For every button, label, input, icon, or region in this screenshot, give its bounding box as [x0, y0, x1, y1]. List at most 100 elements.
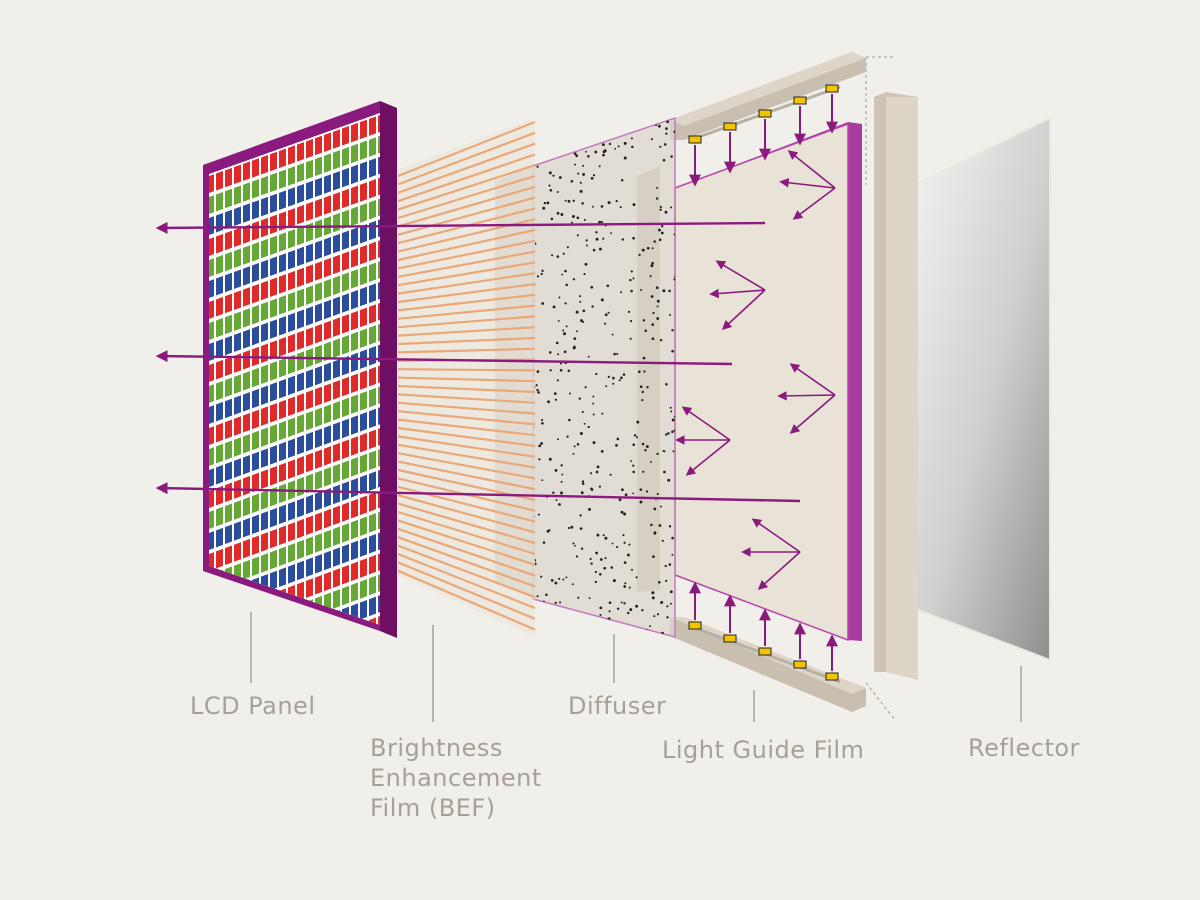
bef-ridge — [397, 250, 536, 278]
diffuser-dot — [651, 596, 655, 600]
diffuser-dot — [604, 536, 608, 540]
diffuser-dot — [599, 606, 603, 610]
diffuser-dot — [585, 244, 588, 247]
bef-ridge — [397, 376, 536, 383]
diffuser-dot — [565, 325, 568, 328]
diffuser-dot — [600, 450, 604, 453]
diffuser-dot — [587, 425, 590, 429]
diffuser-dot — [579, 181, 582, 184]
diffuser-dot — [635, 576, 638, 579]
diffuser-dot — [602, 143, 605, 147]
bef-ridge — [397, 561, 536, 620]
diffuser-dot — [600, 205, 604, 208]
diffuser-dot — [596, 465, 600, 469]
diffuser-dot — [541, 302, 545, 305]
bef-ridge — [397, 336, 536, 346]
diffuser-dot — [673, 233, 675, 236]
bef-ridge — [397, 384, 536, 394]
diffuser-dot — [666, 605, 669, 608]
diffuser-dot — [572, 278, 576, 281]
diffuser-dot — [592, 395, 595, 398]
diffuser-dot — [630, 568, 634, 571]
diffuser-dot — [651, 323, 655, 326]
diffuser-dot — [555, 341, 559, 345]
diffuser-dot — [594, 580, 598, 584]
diffuser-dot — [536, 275, 540, 278]
diffuser-dot — [561, 473, 564, 476]
bef-ridge — [397, 282, 536, 304]
diffuser-dot — [670, 206, 673, 209]
diffuser-dot — [550, 579, 554, 582]
diffuser-dot — [623, 156, 627, 160]
diffuser-dot — [608, 610, 611, 613]
diffuser-dot — [669, 602, 672, 605]
diffuser-dot — [612, 382, 615, 385]
diffuser-dot — [602, 534, 605, 537]
diffuser-dot — [653, 240, 656, 243]
diffuser-dot — [552, 174, 555, 177]
bef-ridge — [397, 261, 536, 287]
diffuser-dot — [661, 539, 664, 542]
led-icon — [825, 672, 839, 681]
diffuser-dot — [571, 583, 574, 586]
diffuser-dot — [670, 410, 673, 413]
diffuser-dot — [613, 352, 616, 356]
diffuser-dot — [642, 470, 645, 473]
diffuser-dot — [559, 601, 562, 604]
diffuser-dot — [671, 418, 675, 422]
diffuser-dot — [549, 369, 552, 372]
diffuser-dot — [536, 165, 539, 168]
bef-ridge — [397, 185, 536, 228]
diffuser-dot — [557, 438, 559, 441]
diffuser-dot — [639, 385, 643, 389]
diffuser-dot — [658, 238, 662, 242]
diffuser-dot — [668, 563, 672, 566]
diffuser-dot — [546, 148, 549, 151]
bef-ridge — [397, 239, 536, 270]
diffuser-dot — [594, 150, 598, 154]
diffuser-dot — [568, 392, 571, 395]
diffuser-dot — [638, 253, 641, 256]
diffuser-dot — [567, 369, 571, 373]
diffuser-dot — [632, 203, 636, 207]
diffuser-dot — [556, 211, 560, 215]
diffuser-dot — [592, 413, 595, 416]
diffuser-dot — [649, 625, 651, 628]
diffuser-dot — [598, 165, 601, 168]
led-strip-top — [688, 84, 841, 187]
bef-ridge — [397, 393, 536, 404]
diffuser-dot — [668, 525, 672, 528]
diffuser-dot — [655, 197, 659, 200]
diffuser-dot — [590, 177, 594, 180]
diffuser-dot — [570, 179, 574, 183]
diffuser-dot — [595, 231, 598, 234]
diffuser-dot — [627, 611, 630, 615]
diffuser-dot — [660, 601, 663, 605]
bef-ridge — [397, 131, 536, 186]
bef-ridge — [397, 544, 536, 599]
diffuser-dot — [632, 236, 635, 240]
diffuser-dot — [600, 220, 604, 224]
bef-ridge — [397, 142, 536, 194]
diffuser-dot — [621, 238, 625, 241]
diffuser-dot — [573, 345, 576, 348]
diffuser-dot — [629, 337, 632, 340]
diffuser-dot — [575, 555, 579, 558]
bef-ridge — [397, 552, 536, 610]
diffuser-dot — [610, 232, 613, 235]
diffuser-dot — [560, 146, 564, 150]
diffuser-dot — [632, 464, 635, 467]
diffuser-dot — [552, 305, 556, 309]
diffuser-dot — [673, 415, 675, 418]
diffuser-dot — [627, 310, 631, 313]
bef-ridge — [397, 510, 536, 556]
diffuser-dot — [606, 284, 610, 288]
diffuser-dot — [570, 127, 574, 131]
diffuser-dot — [614, 147, 617, 150]
diffuser-dot — [579, 295, 582, 298]
diffuser-dot — [662, 449, 665, 452]
diffuser-dot — [616, 437, 620, 441]
diffuser-dot — [659, 505, 662, 508]
diffuser-dot — [581, 202, 584, 205]
bef-ridge — [397, 527, 536, 577]
